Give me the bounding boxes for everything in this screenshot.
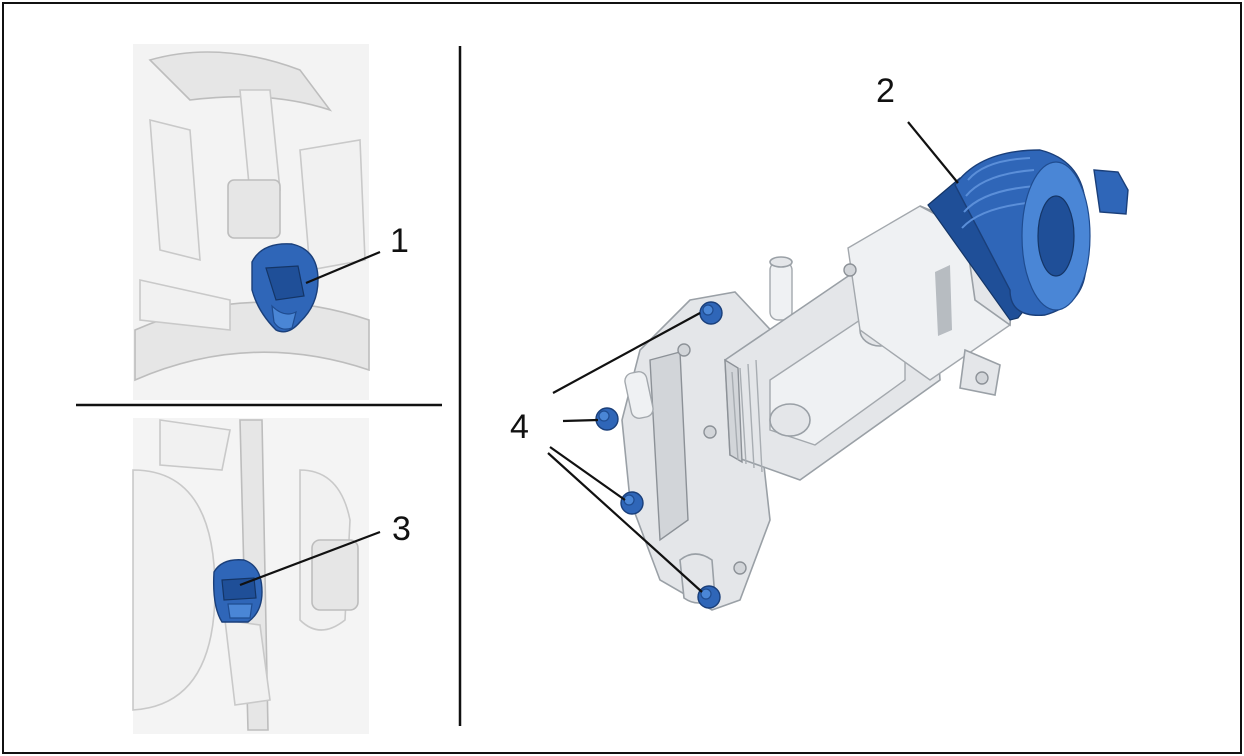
ghost-cover xyxy=(159,419,231,471)
callout-2: 2 xyxy=(876,72,895,110)
leader-1 xyxy=(305,250,381,285)
callout-1: 1 xyxy=(390,222,409,260)
leader-lines xyxy=(239,121,959,593)
ghost-clip xyxy=(224,619,271,706)
filter-cap-center xyxy=(1037,195,1075,277)
bolt-4-highlight xyxy=(700,588,712,600)
leader-4a xyxy=(552,312,701,394)
flange-screw-2 xyxy=(703,425,717,439)
ghost-plug xyxy=(311,539,359,611)
coolant-pipe-top-end xyxy=(769,256,793,268)
sensor-1-face xyxy=(265,265,305,301)
leader-4c xyxy=(549,446,626,501)
bolt-4 xyxy=(697,585,721,609)
callout-3: 3 xyxy=(392,510,411,548)
bolt-2-highlight xyxy=(598,410,610,422)
sensor-3 xyxy=(212,559,263,623)
cooler-fins xyxy=(731,359,763,473)
sensor-1-tip xyxy=(271,304,297,330)
coolant-pipe-top xyxy=(769,261,793,321)
ghost-bracket-left xyxy=(149,118,201,262)
oil-filter-housing-assembly xyxy=(621,205,1016,611)
cooler-edge xyxy=(724,358,743,464)
flange-screw-3 xyxy=(733,561,747,575)
bolt-1 xyxy=(699,301,723,325)
bolt-3 xyxy=(620,491,644,515)
leader-3 xyxy=(239,530,381,587)
bolt-1-highlight xyxy=(702,304,714,316)
filter-cap-ribs xyxy=(961,157,1039,229)
ghost-bracket-right xyxy=(299,139,366,271)
flange-screw-4 xyxy=(843,263,857,277)
housing-markings xyxy=(935,265,952,336)
bolt-2 xyxy=(595,407,619,431)
flange-screw-1 xyxy=(677,343,691,357)
filter-cap xyxy=(927,149,1129,321)
cooler-boss-lower xyxy=(769,403,811,437)
detail-view-top xyxy=(133,44,370,400)
bracket-tab-hole xyxy=(975,371,989,385)
coolant-pipe-side xyxy=(624,371,654,419)
ghost-connector xyxy=(227,179,281,239)
callout-4: 4 xyxy=(510,408,529,446)
ghost-plate xyxy=(139,279,231,331)
leader-4d xyxy=(547,452,703,593)
leader-4b xyxy=(562,418,599,423)
filter-cap-hex xyxy=(1093,169,1129,215)
leader-2 xyxy=(907,121,959,184)
detail-view-bottom xyxy=(132,418,369,734)
bolt-3-highlight xyxy=(623,494,635,506)
sensor-3-band xyxy=(221,577,257,601)
sensor-3-base xyxy=(227,603,253,619)
sensor-1 xyxy=(251,243,319,333)
mounting-bolts xyxy=(595,301,723,609)
flange-side-face xyxy=(649,351,689,542)
ghost-hose-top xyxy=(148,51,333,112)
